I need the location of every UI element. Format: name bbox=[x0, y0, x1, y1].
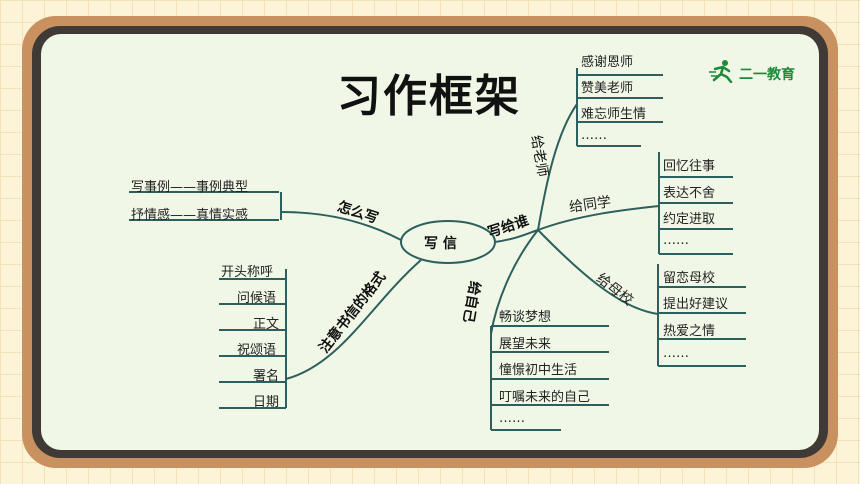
teacher-item: 难忘师生情 bbox=[581, 107, 647, 122]
how-item: 写事例——事例典型 bbox=[131, 180, 249, 195]
logo-text: 二一教育 bbox=[739, 67, 795, 83]
page-title: 习作框架 bbox=[337, 71, 521, 122]
classmate-item: 回忆往事 bbox=[663, 159, 716, 174]
mindmap-lines bbox=[129, 68, 746, 431]
self-item: 叮嘱未来的自己 bbox=[499, 390, 591, 405]
self-item: 畅谈梦想 bbox=[499, 310, 552, 325]
teacher-item: 感谢恩师 bbox=[581, 55, 634, 70]
format-item: 日期 bbox=[253, 395, 280, 410]
self-item: …… bbox=[499, 411, 525, 426]
center-node-label: 写 信 bbox=[424, 236, 457, 252]
format-item: 正文 bbox=[253, 317, 280, 332]
school-item: …… bbox=[663, 346, 689, 361]
brand-logo: 二一教育 bbox=[709, 59, 819, 89]
format-item: 问候语 bbox=[237, 291, 277, 306]
format-item: 开头称呼 bbox=[221, 265, 274, 280]
classmate-item: …… bbox=[663, 233, 689, 248]
format-item: 祝颂语 bbox=[237, 343, 277, 358]
self-item: 憧憬初中生活 bbox=[499, 363, 578, 378]
school-item: 热爱之情 bbox=[663, 324, 716, 339]
how-item: 抒情感——真情实感 bbox=[131, 208, 249, 223]
to-whom-line bbox=[494, 229, 539, 243]
classmate-item: 约定进取 bbox=[663, 212, 716, 227]
how-branch-line bbox=[280, 211, 402, 241]
mindmap-board: 习作框架 二一教育 bbox=[41, 34, 819, 450]
teacher-item: 赞美老师 bbox=[581, 81, 634, 96]
self-item: 展望未来 bbox=[499, 337, 552, 352]
school-item: 留恋母校 bbox=[663, 271, 716, 286]
classmate-item: 表达不舍 bbox=[663, 186, 716, 201]
school-item: 提出好建议 bbox=[663, 297, 729, 312]
runner-logo-icon bbox=[709, 60, 733, 84]
format-branch-line bbox=[285, 259, 422, 380]
teacher-item: …… bbox=[581, 128, 607, 143]
format-item: 署名 bbox=[253, 369, 280, 384]
